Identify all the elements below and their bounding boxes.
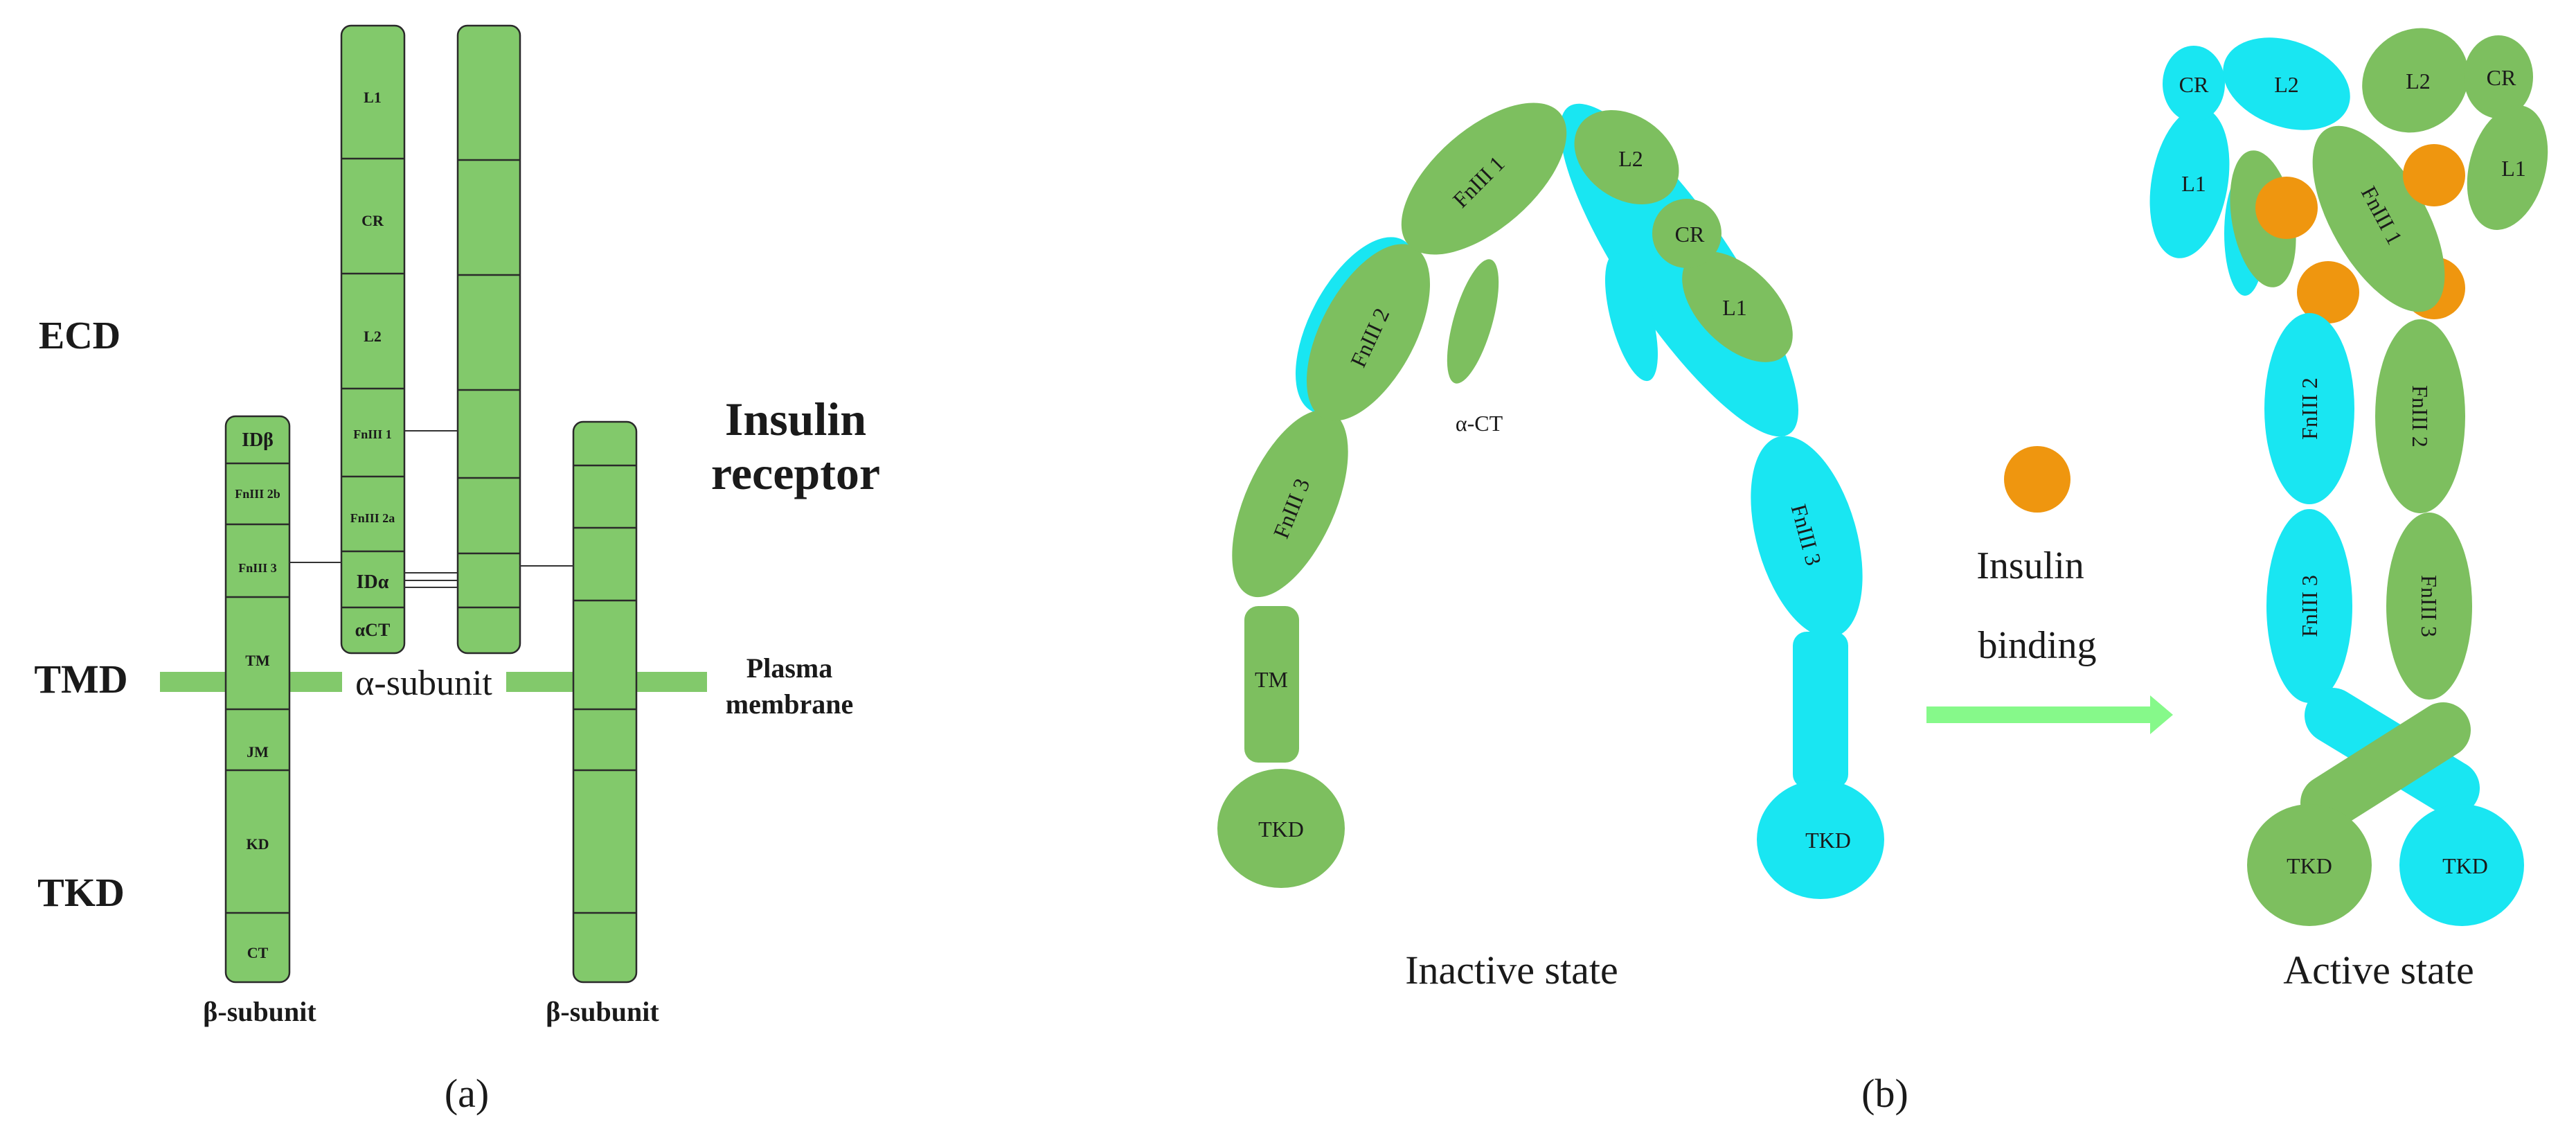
active-receptor	[2149, 28, 2548, 926]
alpha-subunit-right	[456, 24, 521, 655]
insulin-molecule-icon	[2004, 446, 2070, 513]
inactive-cr: CR	[1675, 222, 1705, 247]
segment-l1: L1	[364, 89, 382, 106]
panel-b: FnIII 1 FnIII 2 FnIII 3 α-CT TM TKD L2 C…	[1217, 28, 2548, 1116]
plasma-membrane-bar	[160, 672, 707, 692]
active-l1-green: L1	[2501, 156, 2526, 181]
active-fniii3-cyan: FnIII 3	[2297, 575, 2322, 637]
region-label-tkd: TKD	[37, 870, 125, 915]
title-insulin: Insulin	[725, 393, 866, 445]
active-l1-cyan: L1	[2181, 171, 2206, 196]
segment-id-alpha: IDα	[357, 571, 389, 593]
disulfide-bonds	[289, 430, 573, 588]
active-fniii2-cyan: FnIII 2	[2297, 377, 2322, 440]
active-tkd-green: TKD	[2287, 853, 2332, 878]
active-cr-green: CR	[2487, 65, 2516, 90]
inactive-tkd-cyan: TKD	[1805, 828, 1851, 853]
arrow-label-insulin: Insulin	[1976, 544, 2084, 587]
active-fniii2-green: FnIII 2	[2408, 385, 2433, 447]
insulin-binding-arrow: Insulin binding	[1926, 446, 2173, 734]
panel-label-b: (b)	[1861, 1071, 1908, 1116]
inactive-cyan-chain	[1295, 103, 1884, 899]
active-l2-green: L2	[2406, 69, 2431, 94]
inactive-state-caption: Inactive state	[1405, 948, 1618, 993]
segment-l2: L2	[364, 328, 382, 345]
active-l2-cyan: L2	[2274, 72, 2299, 97]
active-fniii3-green: FnIII 3	[2417, 575, 2442, 637]
inactive-l2: L2	[1618, 146, 1643, 171]
label-beta-subunit-right: β-subunit	[546, 996, 659, 1027]
label-alpha-subunit: α-subunit	[355, 664, 492, 703]
segment-fniii1: FnIII 1	[353, 427, 392, 441]
segment-id-beta: IDβ	[242, 429, 274, 451]
label-plasma: Plasma	[746, 652, 832, 684]
panel-a: L1 CR L2 FnIII 1 FnIII 2a IDα αCT IDβ Fn…	[34, 24, 880, 1116]
region-label-ecd: ECD	[39, 314, 120, 357]
segment-fniii2a: FnIII 2a	[350, 511, 395, 525]
inactive-green-chain	[1217, 103, 1793, 888]
inactive-tm: TM	[1255, 667, 1288, 692]
beta-subunit-right	[572, 420, 638, 984]
region-label-tmd: TMD	[34, 657, 127, 702]
beta-subunit-left: IDβ FnIII 2b FnIII 3 TM JM KD CT	[224, 415, 291, 984]
alpha-subunit-left: L1 CR L2 FnIII 1 FnIII 2a IDα αCT	[340, 24, 406, 655]
segment-fniii2b: FnIII 2b	[235, 487, 280, 501]
active-state-caption: Active state	[2283, 948, 2474, 993]
title-receptor: receptor	[711, 447, 880, 499]
active-cr-cyan: CR	[2179, 72, 2209, 97]
panel-label-a: (a)	[445, 1071, 489, 1116]
inactive-l1: L1	[1722, 295, 1747, 320]
segment-fniii3: FnIII 3	[238, 561, 277, 575]
segment-ct: CT	[247, 944, 269, 961]
inactive-tkd-green: TKD	[1258, 817, 1304, 842]
inactive-alpha-ct: α-CT	[1456, 411, 1503, 436]
arrow-right-icon	[1926, 695, 2173, 734]
segment-kd: KD	[247, 835, 269, 853]
segment-cr: CR	[361, 212, 384, 229]
label-beta-subunit-left: β-subunit	[203, 996, 316, 1027]
arrow-label-binding: binding	[1978, 624, 2096, 667]
segment-jm: JM	[247, 743, 269, 761]
active-tkd-cyan: TKD	[2442, 853, 2488, 878]
segment-alpha-ct: αCT	[355, 620, 391, 640]
label-membrane: membrane	[726, 688, 853, 720]
segment-tm: TM	[245, 652, 270, 669]
